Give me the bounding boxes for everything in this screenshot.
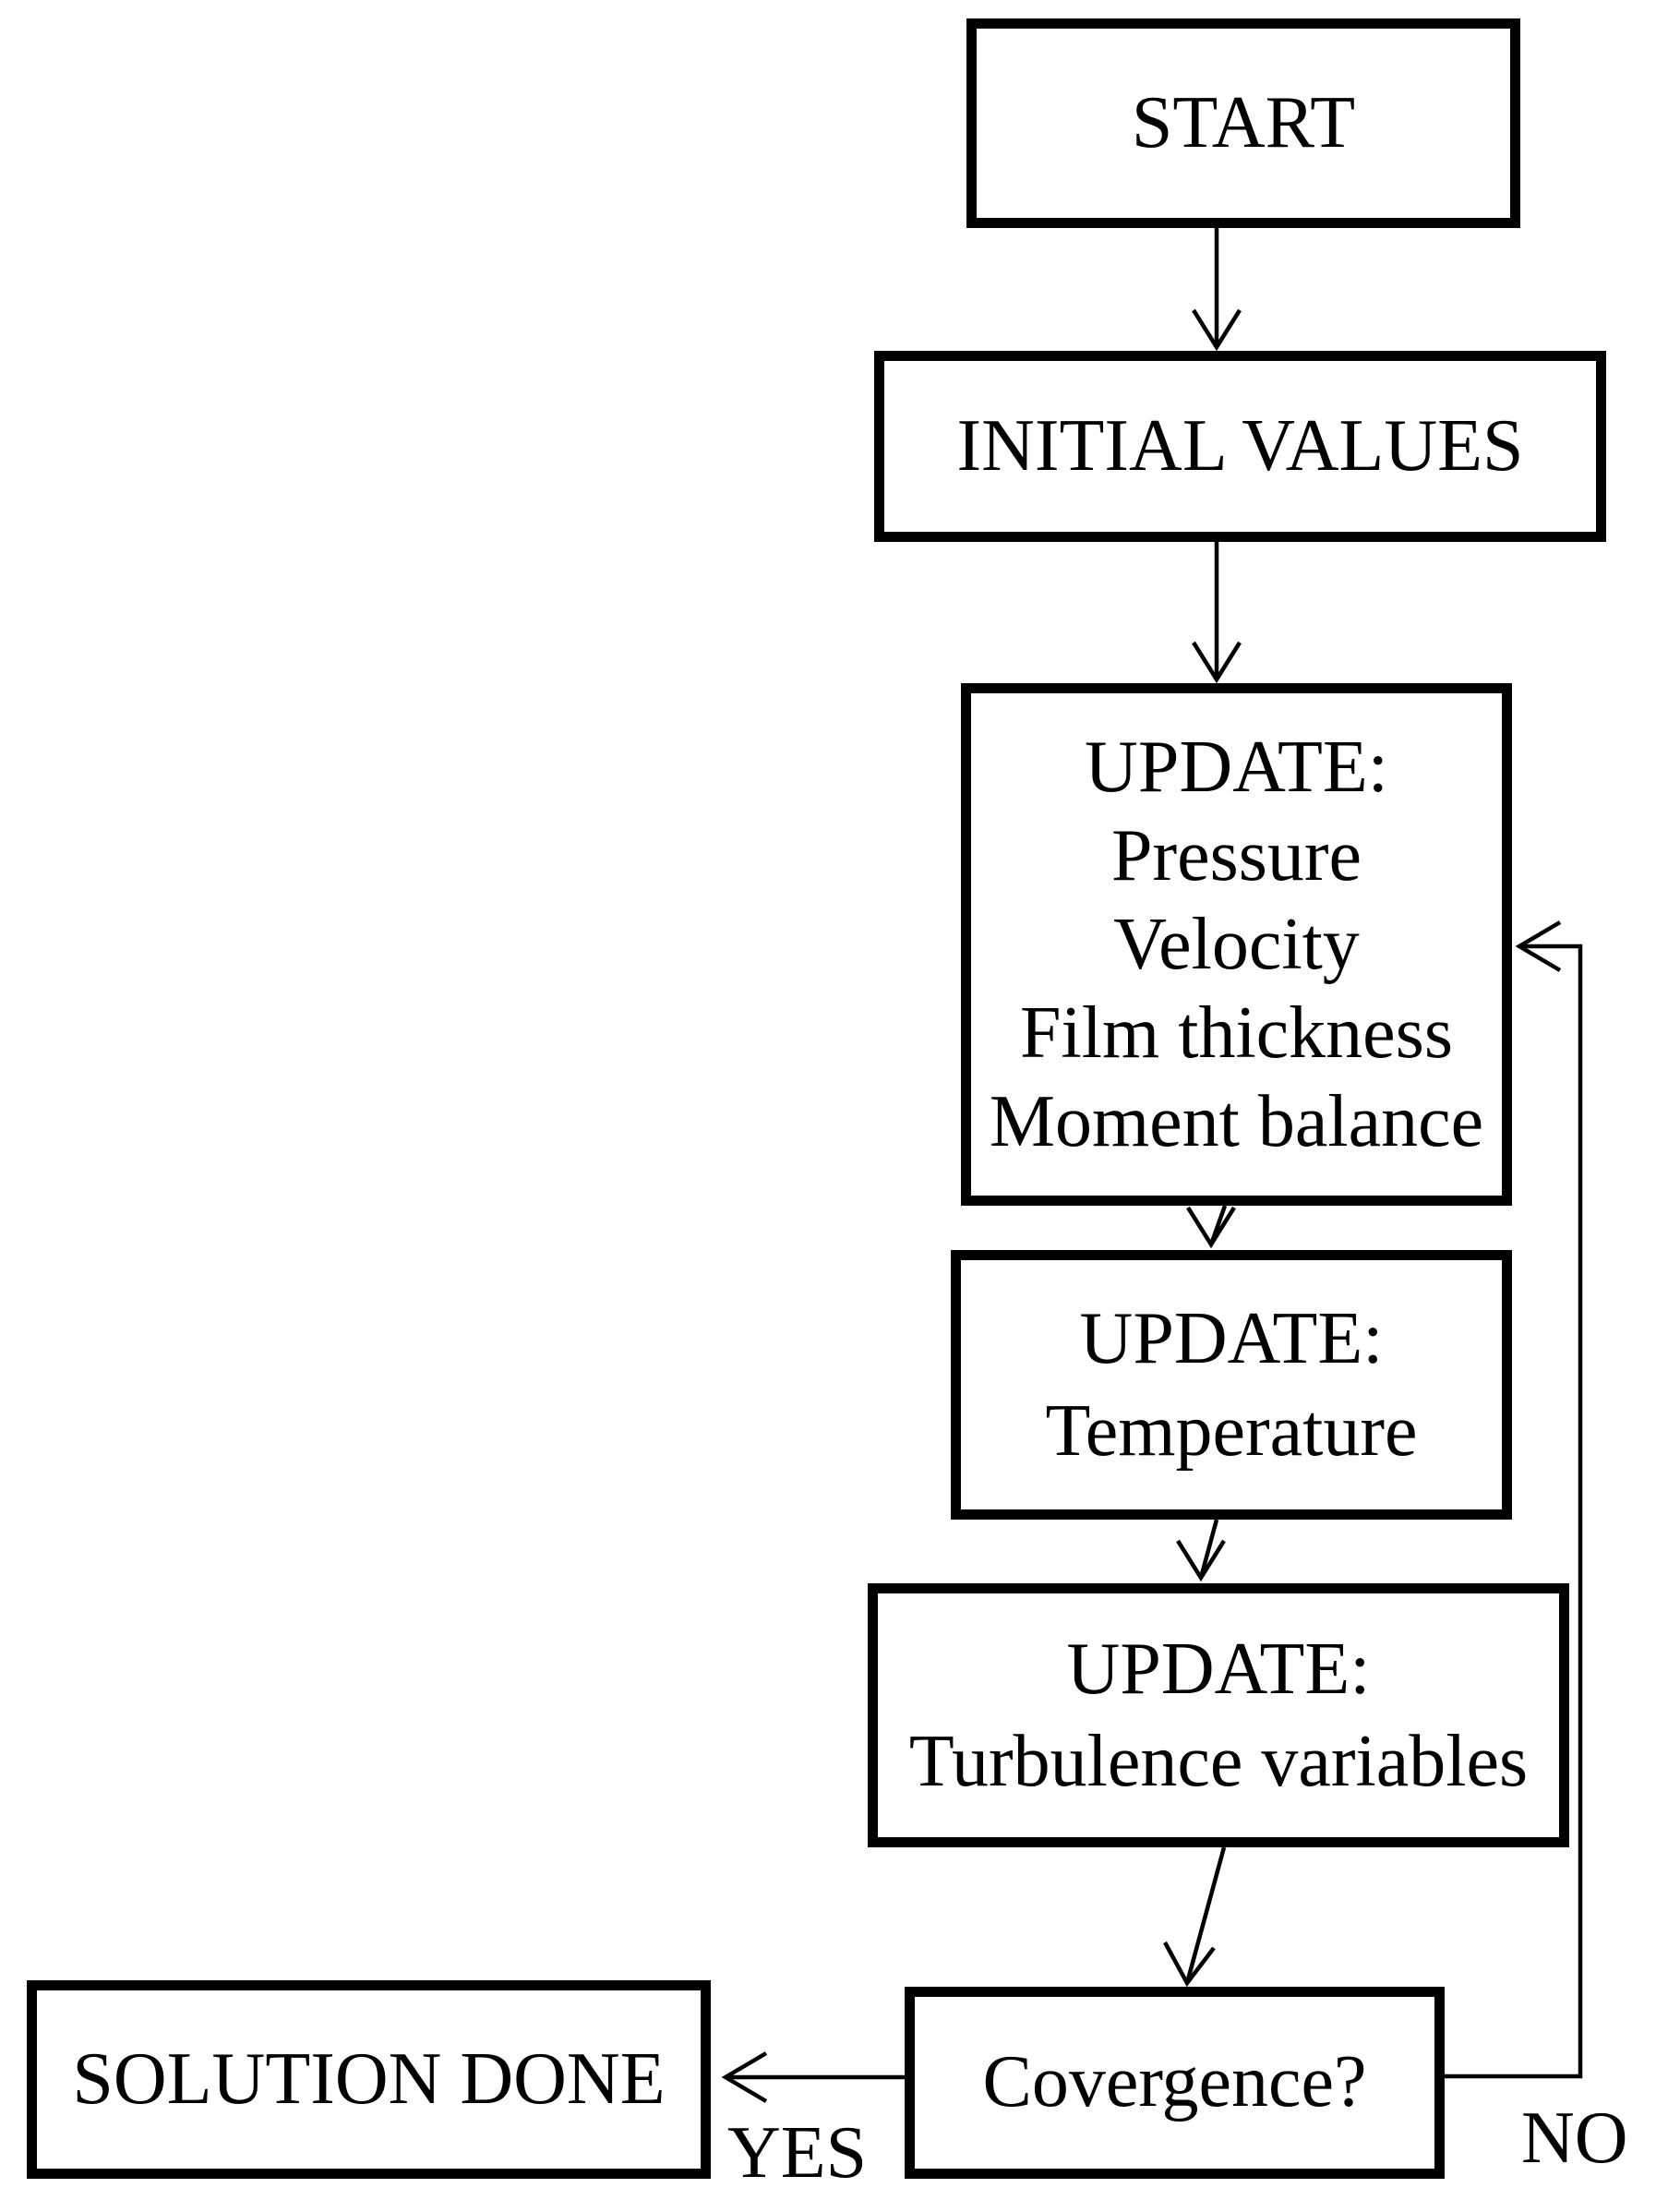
node-update-main-item-film-thickness: Film thickness (1020, 992, 1453, 1074)
node-start-label: START (1131, 81, 1356, 163)
edge-label-yes: YES (727, 2112, 868, 2194)
node-update-main: UPDATE: Pressure Velocity Film thickness… (961, 683, 1512, 1206)
node-update-main-item-pressure: Pressure (1110, 815, 1362, 896)
arrow-update-turbulence-to-convergence (1163, 1846, 1227, 1988)
node-convergence-label: Covergence? (982, 2041, 1367, 2123)
arrow-update-temperature-to-update-turbulence (1176, 1519, 1226, 1582)
arrow-initial-values-to-update-main (1192, 542, 1242, 684)
node-update-temperature-title: UPDATE: (1079, 1298, 1384, 1379)
arrow-update-main-to-update-temperature (1186, 1205, 1236, 1249)
arrow-convergence-to-update-main-no-loop (1445, 920, 1583, 2079)
node-initial-values: INITIAL VALUES (874, 351, 1606, 542)
node-solution-done: SOLUTION DONE (27, 1980, 711, 2179)
arrow-convergence-to-solution-done-yes (721, 2051, 914, 2103)
edge-label-no: NO (1521, 2098, 1628, 2179)
node-convergence: Covergence? (905, 1987, 1445, 2179)
node-update-turbulence-item: Turbulence variables (908, 1721, 1529, 1802)
node-initial-values-label: INITIAL VALUES (956, 404, 1524, 487)
arrow-start-to-initial-values (1192, 228, 1242, 352)
node-update-main-item-velocity: Velocity (1113, 904, 1360, 985)
node-update-main-item-moment-balance: Moment balance (989, 1081, 1484, 1162)
node-update-temperature: UPDATE: Temperature (951, 1250, 1512, 1520)
node-update-turbulence: UPDATE: Turbulence variables (868, 1583, 1569, 1847)
node-update-turbulence-title: UPDATE: (1066, 1629, 1371, 1710)
node-solution-done-label: SOLUTION DONE (72, 2038, 666, 2120)
node-update-main-title: UPDATE: (1085, 727, 1388, 808)
node-start: START (966, 18, 1520, 228)
node-update-temperature-item: Temperature (1045, 1390, 1418, 1472)
